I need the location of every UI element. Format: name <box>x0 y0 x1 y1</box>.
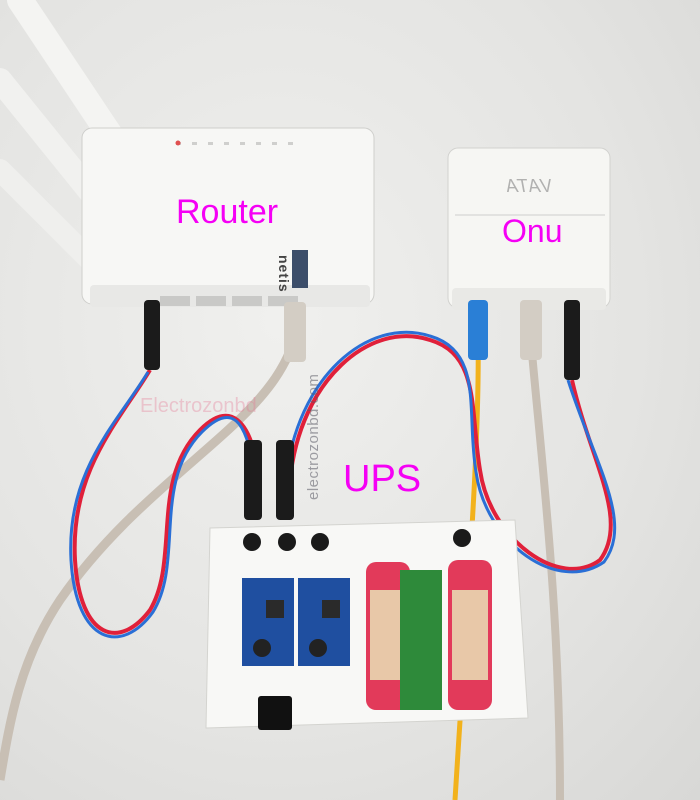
ups-label: UPS <box>343 458 422 500</box>
connectors <box>144 300 580 520</box>
watermark-url: electrozonbd.com <box>305 373 322 500</box>
onu-brand-label: VATA <box>505 176 553 196</box>
watermark-logo: Electrozonbd <box>140 395 257 417</box>
onu-label: Onu <box>502 213 563 249</box>
cables <box>0 329 617 800</box>
router-device <box>81 127 375 307</box>
router-label: Router <box>176 193 279 231</box>
ups-enclosure <box>205 519 529 730</box>
router-brand-label: netis <box>276 255 292 293</box>
